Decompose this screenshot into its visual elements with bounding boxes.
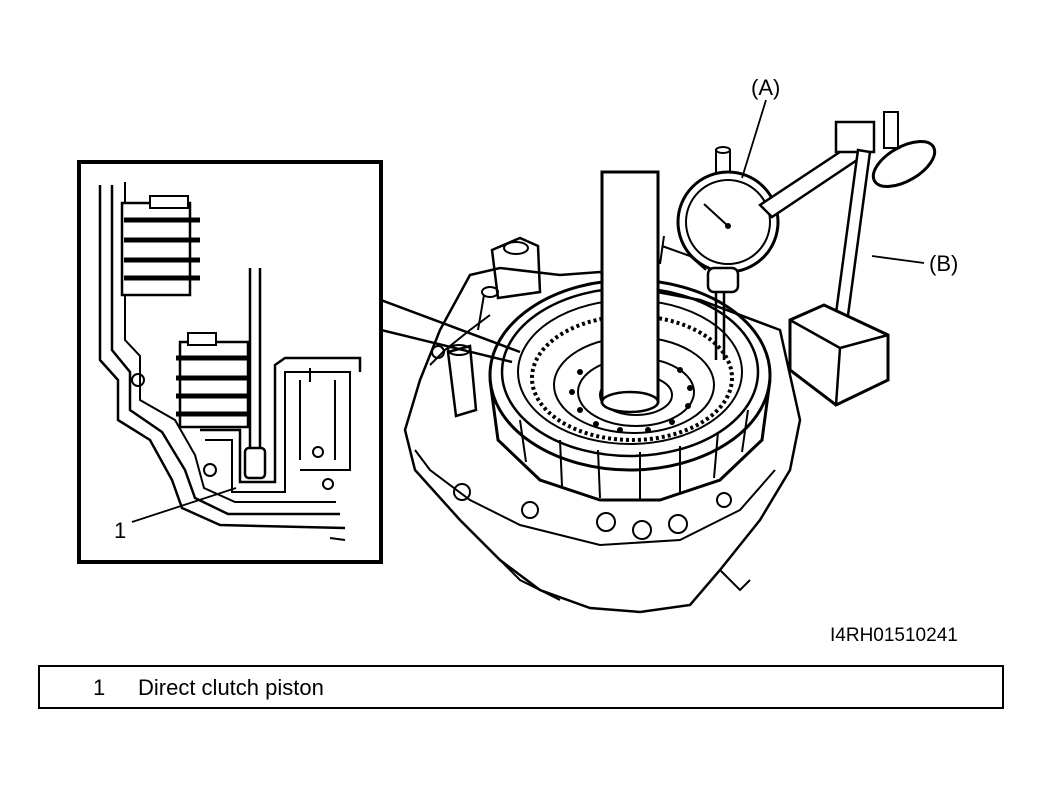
magnetic-stand xyxy=(758,111,937,407)
callout-a-label: (A) xyxy=(751,75,780,100)
callout-leaders xyxy=(741,99,925,264)
legend-table: 1 Direct clutch piston xyxy=(38,665,1004,709)
figure-id: I4RH01510241 xyxy=(830,625,958,646)
input-shaft xyxy=(600,170,660,414)
legend-item-text: Direct clutch piston xyxy=(138,675,324,700)
legend-item-number: 1 xyxy=(93,675,106,700)
inset-part-1-label: 1 xyxy=(114,518,126,543)
callout-b-label: (B) xyxy=(929,251,958,276)
dial-gauge xyxy=(659,146,780,360)
inset-detail xyxy=(77,160,383,564)
clutch-drum xyxy=(488,278,772,502)
